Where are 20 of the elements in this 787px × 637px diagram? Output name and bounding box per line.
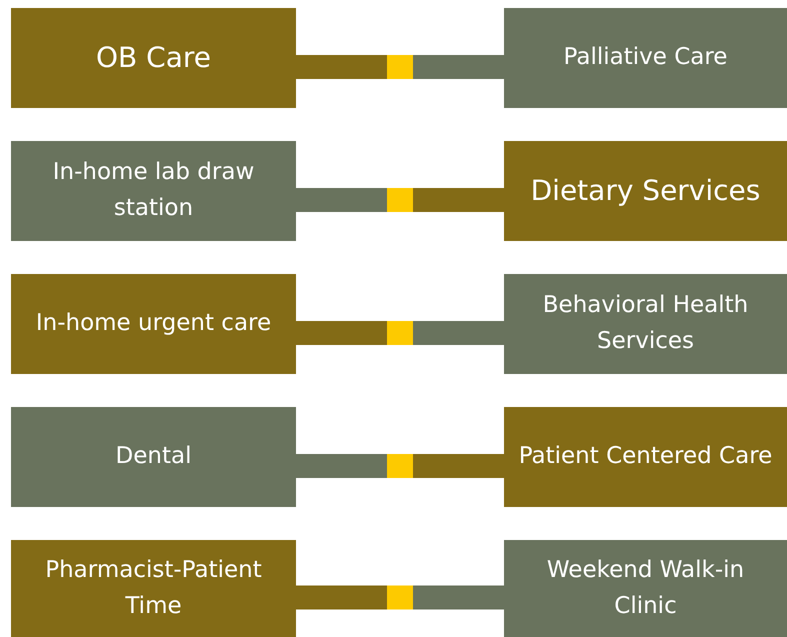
service-box (504, 407, 787, 507)
service-label: Dietary Services (530, 173, 760, 210)
service-box (11, 274, 296, 374)
service-box (504, 540, 787, 637)
service-label: Patient Centered Care (518, 442, 772, 472)
service-box (504, 141, 787, 241)
service-label: In-home urgent care (36, 309, 272, 338)
service-label: Pharmacist-Patient Time (44, 556, 263, 620)
service-box (504, 274, 787, 374)
service-box (11, 141, 296, 241)
service-box (11, 540, 296, 637)
service-box (11, 8, 296, 108)
service-box (504, 8, 787, 108)
service-label: Palliative Care (564, 43, 728, 72)
service-label: OB Care (96, 40, 211, 76)
service-label: Behavioral Health Services (542, 291, 750, 356)
service-box (11, 407, 296, 507)
service-label: Weekend Walk-in Clinic (546, 556, 746, 620)
service-label: In-home lab draw station (52, 158, 256, 223)
service-label: Dental (116, 442, 192, 472)
